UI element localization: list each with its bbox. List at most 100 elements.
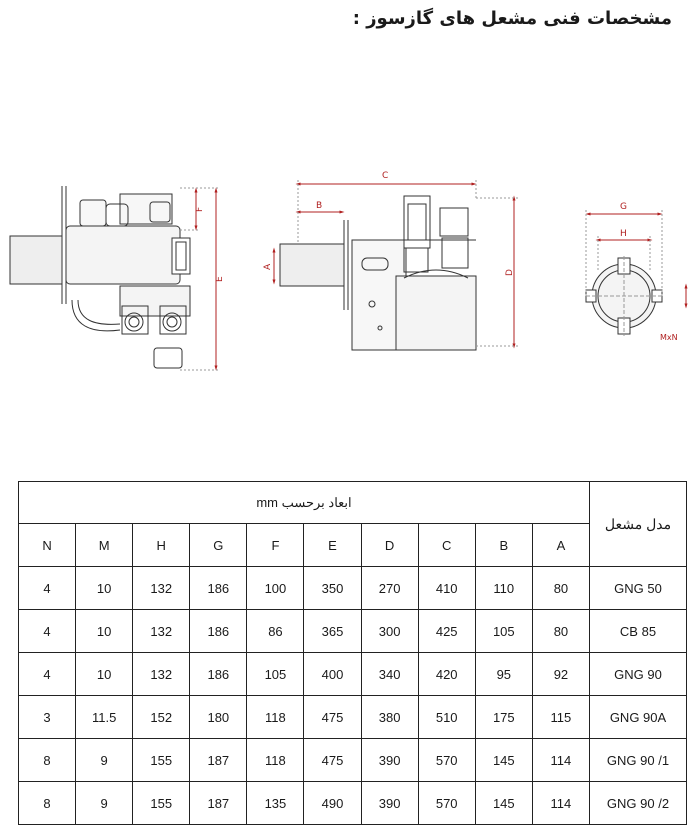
dim-label-b: B: [316, 201, 322, 211]
cell-h: 132: [132, 609, 191, 653]
cell-n: 3: [17, 695, 77, 739]
cell-m: 10: [75, 609, 134, 653]
cell-c: 570: [417, 781, 476, 825]
cell-g: 186: [189, 652, 248, 696]
cell-m: 11.5: [75, 695, 134, 739]
cell-n: 4: [17, 566, 77, 610]
cell-f: 105: [246, 652, 305, 696]
cell-a: 92: [531, 652, 591, 696]
cell-n: 8: [17, 781, 77, 825]
column-header-h: H: [132, 523, 191, 567]
dim-label-a: A: [263, 263, 273, 270]
dim-label-c: C: [382, 171, 388, 181]
cell-f: 135: [246, 781, 305, 825]
cell-model: GNG 50: [589, 566, 687, 610]
cell-d: 340: [360, 652, 419, 696]
column-header-f: F: [246, 523, 305, 567]
cell-a: 115: [531, 695, 591, 739]
cell-m: 9: [75, 738, 134, 782]
column-header-d: D: [360, 523, 419, 567]
cell-e: 365: [303, 609, 362, 653]
cell-e: 490: [303, 781, 362, 825]
cell-a: 80: [531, 566, 591, 610]
column-header-e: E: [303, 523, 362, 567]
cell-h: 155: [132, 781, 191, 825]
cell-h: 132: [132, 652, 191, 696]
cell-model: GNG 90: [589, 652, 687, 696]
cell-f: 118: [246, 738, 305, 782]
column-header-m: M: [75, 523, 134, 567]
cell-model: GNG 90 /1: [589, 738, 687, 782]
dim-label-g: G: [620, 202, 627, 212]
cell-model: GNG 90A: [589, 695, 687, 739]
cell-e: 475: [303, 695, 362, 739]
cell-m: 10: [75, 566, 134, 610]
cell-b: 105: [474, 609, 533, 653]
burner-technical-drawings: F E C B A D: [9, 171, 688, 371]
cell-g: 186: [189, 566, 248, 610]
cell-n: 4: [17, 609, 77, 653]
dim-label-e: E: [215, 276, 225, 282]
cell-a: 114: [531, 738, 591, 782]
cell-f: 86: [246, 609, 305, 653]
cell-g: 187: [189, 781, 248, 825]
cell-e: 350: [303, 566, 362, 610]
dim-label-h: H: [620, 229, 627, 239]
model-column-header: مدل مشعل: [589, 481, 687, 567]
cell-g: 180: [189, 695, 248, 739]
flange-view-drawing: [585, 256, 663, 336]
cell-h: 152: [132, 695, 191, 739]
column-header-g: G: [189, 523, 248, 567]
column-header-b: B: [474, 523, 533, 567]
cell-c: 420: [417, 652, 476, 696]
cell-c: 510: [417, 695, 476, 739]
cell-a: 80: [531, 609, 591, 653]
cell-e: 475: [303, 738, 362, 782]
cell-model: CB 85: [589, 609, 687, 653]
column-header-c: C: [417, 523, 476, 567]
cell-b: 145: [474, 781, 533, 825]
cell-b: 145: [474, 738, 533, 782]
cell-d: 270: [360, 566, 419, 610]
cell-c: 425: [417, 609, 476, 653]
cell-d: 380: [360, 695, 419, 739]
cell-c: 410: [417, 566, 476, 610]
front-view-drawing: [279, 195, 477, 351]
cell-model: GNG 90 /2: [589, 781, 687, 825]
cell-b: 175: [474, 695, 533, 739]
dimensions-group-header: ابعاد برحسب mm: [18, 481, 590, 524]
cell-m: 10: [75, 652, 134, 696]
cell-h: 132: [132, 566, 191, 610]
dim-label-mxn: MxN: [660, 333, 678, 342]
cell-n: 4: [17, 652, 77, 696]
cell-d: 300: [360, 609, 419, 653]
side-view-drawing: [9, 186, 218, 371]
column-header-n: N: [17, 523, 77, 567]
cell-b: 110: [474, 566, 533, 610]
column-header-a: A: [531, 523, 591, 567]
cell-b: 95: [474, 652, 533, 696]
cell-c: 570: [417, 738, 476, 782]
cell-d: 390: [360, 738, 419, 782]
cell-n: 8: [17, 738, 77, 782]
cell-f: 118: [246, 695, 305, 739]
dim-label-d: D: [505, 269, 515, 276]
page-title: مشخصات فنی مشعل های گازسوز :: [352, 8, 672, 29]
cell-m: 9: [75, 781, 134, 825]
cell-g: 187: [189, 738, 248, 782]
cell-h: 155: [132, 738, 191, 782]
cell-a: 114: [531, 781, 591, 825]
cell-d: 390: [360, 781, 419, 825]
cell-f: 100: [246, 566, 305, 610]
cell-g: 186: [189, 609, 248, 653]
dim-label-f: F: [195, 207, 205, 212]
cell-e: 400: [303, 652, 362, 696]
